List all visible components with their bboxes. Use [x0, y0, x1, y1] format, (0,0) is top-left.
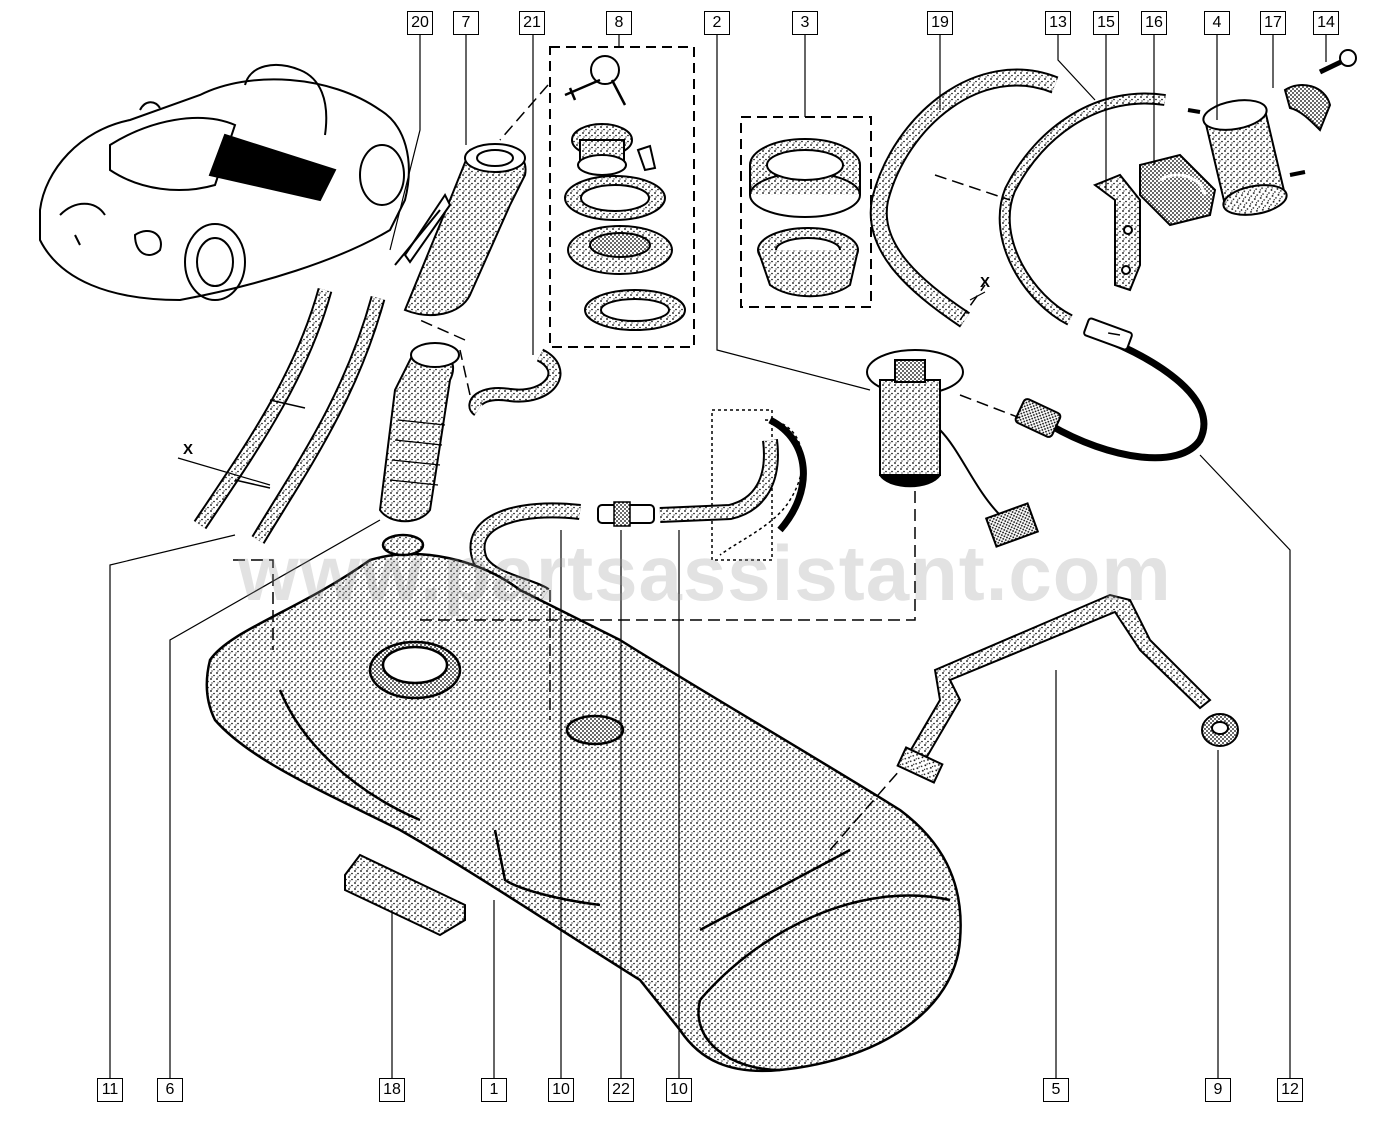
assembly-lines — [233, 84, 1121, 851]
car-illustration — [39, 64, 410, 302]
watermark-text: www.partsassistant.com — [238, 529, 1172, 617]
callout-15: 15 — [1093, 11, 1119, 35]
callout-4: 4 — [1204, 11, 1230, 35]
x-marker-right: X — [980, 274, 991, 291]
filler-neck-7 — [394, 143, 527, 316]
callout-14: 14 — [1313, 11, 1339, 35]
x-marker-left: X — [183, 441, 194, 458]
callout-22: 22 — [608, 1078, 634, 1102]
clamp-16 — [1139, 153, 1217, 227]
bolt-14 — [1318, 49, 1357, 75]
nut-9 — [1201, 713, 1239, 747]
callout-5: 5 — [1043, 1078, 1069, 1102]
filler-hose-6 — [378, 342, 460, 523]
callout-17: 17 — [1260, 11, 1286, 35]
cap-kit-8 — [549, 46, 695, 348]
callout-6: 6 — [157, 1078, 183, 1102]
callout-1: 1 — [481, 1078, 507, 1102]
callout-11: 11 — [97, 1078, 123, 1102]
fuel-tank-1 — [205, 533, 962, 1073]
pad-18 — [344, 853, 466, 937]
fuel-line-12 — [1014, 317, 1208, 462]
callout-19: 19 — [927, 11, 953, 35]
callout-21: 21 — [519, 11, 545, 35]
callout-18: 18 — [379, 1078, 405, 1102]
sensor-wire — [768, 416, 807, 533]
callout-2: 2 — [704, 11, 730, 35]
hoses-10 — [469, 439, 779, 603]
callout-7: 7 — [453, 11, 479, 35]
callout-3: 3 — [792, 11, 818, 35]
callout-13: 13 — [1045, 11, 1071, 35]
callout-10-right: 10 — [666, 1078, 692, 1102]
fuel-pump-2 — [866, 349, 1040, 548]
callout-9: 9 — [1205, 1078, 1231, 1102]
callout-20: 20 — [407, 11, 433, 35]
fuel-filter-4 — [1187, 99, 1306, 216]
hose-19 — [869, 68, 1059, 328]
callout-10-left: 10 — [548, 1078, 574, 1102]
leader-lines — [109, 35, 1327, 1078]
hose-20-11 — [193, 287, 386, 544]
strap-5 — [896, 593, 1212, 784]
bracket-15 — [1092, 173, 1141, 292]
callout-16: 16 — [1141, 11, 1167, 35]
lock-ring-kit-3 — [740, 116, 872, 308]
breather-hose-21 — [468, 348, 562, 416]
callout-8: 8 — [606, 11, 632, 35]
clip-17 — [1283, 84, 1332, 132]
callout-12: 12 — [1277, 1078, 1303, 1102]
hose-13 — [998, 92, 1166, 326]
